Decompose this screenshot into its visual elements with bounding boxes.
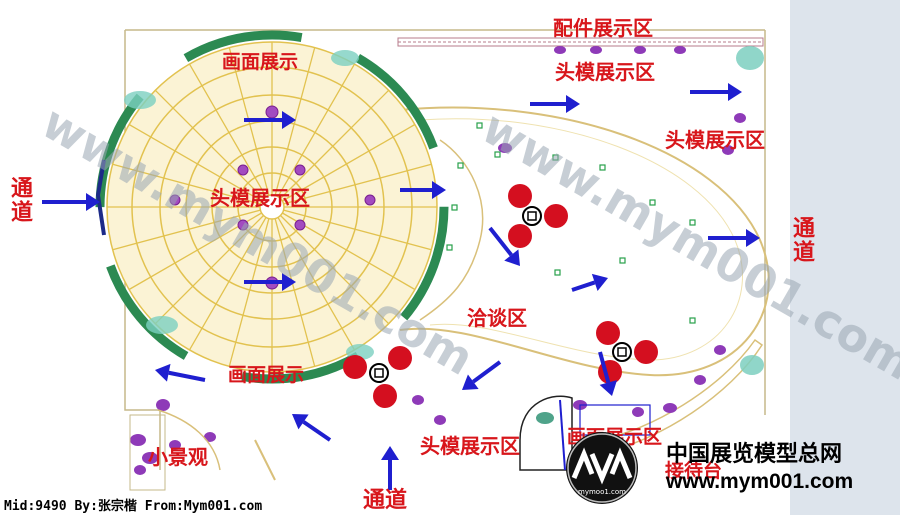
pavilion-spoke: [283, 163, 432, 205]
label-head-model-bottom: 头模展示区: [420, 434, 520, 458]
pavilion-spoke: [228, 218, 270, 367]
flow-arrow-shaft: [302, 420, 332, 442]
flow-arrow-head: [292, 414, 309, 430]
flow-arrow-head: [155, 363, 171, 382]
label-painting-bottom: 画面展示: [228, 364, 305, 386]
pavilion-spoke: [274, 47, 316, 196]
flow-arrow-shaft: [571, 280, 596, 292]
small-scenery: [129, 409, 276, 491]
label-small-scenery: 小景观: [148, 445, 208, 469]
label-passage-bottom: 通道: [363, 488, 408, 513]
table-set-1: [508, 184, 568, 248]
label-head-model-right: 头模展示区: [665, 128, 765, 152]
pavilion-spoke: [274, 218, 316, 367]
flow-arrow-head: [282, 111, 296, 129]
pavilion-spoke: [154, 89, 264, 199]
brand-url[interactable]: www.mym001.com: [666, 470, 854, 493]
brand-name: 中国展览模型总网: [666, 442, 843, 467]
flow-arrow-shaft: [598, 351, 611, 384]
flow-arrow-head: [728, 83, 742, 101]
flow-arrows: [42, 83, 760, 490]
pavilion-spoke: [283, 209, 432, 251]
label-head-model-circle: 头模展示区: [210, 186, 310, 210]
pavilion-spoke: [112, 163, 261, 205]
brand-logo-text: mymoo1.com: [578, 488, 626, 496]
label-accessory-display: 配件展示区: [553, 16, 653, 40]
pavilion-spoke: [154, 215, 264, 325]
flow-arrow-head: [566, 95, 580, 113]
pavilion-spoke: [277, 217, 356, 351]
flow-arrow-head: [432, 181, 446, 199]
label-passage-right: 通道: [789, 216, 814, 264]
label-negotiation: 洽谈区: [467, 306, 527, 330]
oval-markers: [446, 122, 696, 324]
brand-logo: mymoo1.com: [566, 432, 638, 504]
flow-arrow-shaft: [472, 360, 502, 384]
pavilion-spoke: [188, 217, 267, 351]
pavilion-spoke: [128, 123, 262, 202]
footer-credit: Mid:9490 By:张宗楷 From:Mym001.com: [4, 499, 263, 514]
brand-block: mymoo1.com 中国展览模型总网 www.mym001.com: [560, 430, 900, 515]
flow-arrow-head: [381, 446, 399, 460]
flow-arrow-shaft: [488, 226, 513, 257]
flow-arrow-head: [504, 249, 520, 266]
table-set-3: [343, 346, 412, 408]
pavilion-spoke: [112, 209, 261, 251]
pavilion-spoke: [277, 63, 356, 197]
flow-arrow-shaft: [168, 370, 206, 382]
flow-arrow-head: [746, 229, 760, 247]
pavilion-spoke: [280, 89, 390, 199]
reception-desk: [519, 395, 651, 471]
label-painting-top: 画面展示: [222, 51, 299, 73]
pavilion-spoke: [282, 123, 416, 202]
flow-arrow-head: [282, 273, 296, 291]
negotiation-oval: [399, 106, 770, 377]
label-reception: 接待台: [665, 460, 723, 482]
label-head-model-top: 头模展示区: [555, 60, 655, 84]
flow-arrow-head: [591, 273, 608, 291]
flow-arrow-head: [599, 380, 617, 396]
pavilion-spoke: [280, 215, 390, 325]
head-models-periphery: [130, 46, 746, 475]
circular-pavilion: [95, 30, 449, 384]
flow-arrow-head: [462, 374, 479, 390]
flow-arrow-head: [86, 193, 100, 211]
accessory-rail: [397, 37, 764, 47]
label-passage-left: 通道: [7, 176, 32, 224]
pavilion-spoke: [188, 63, 267, 197]
